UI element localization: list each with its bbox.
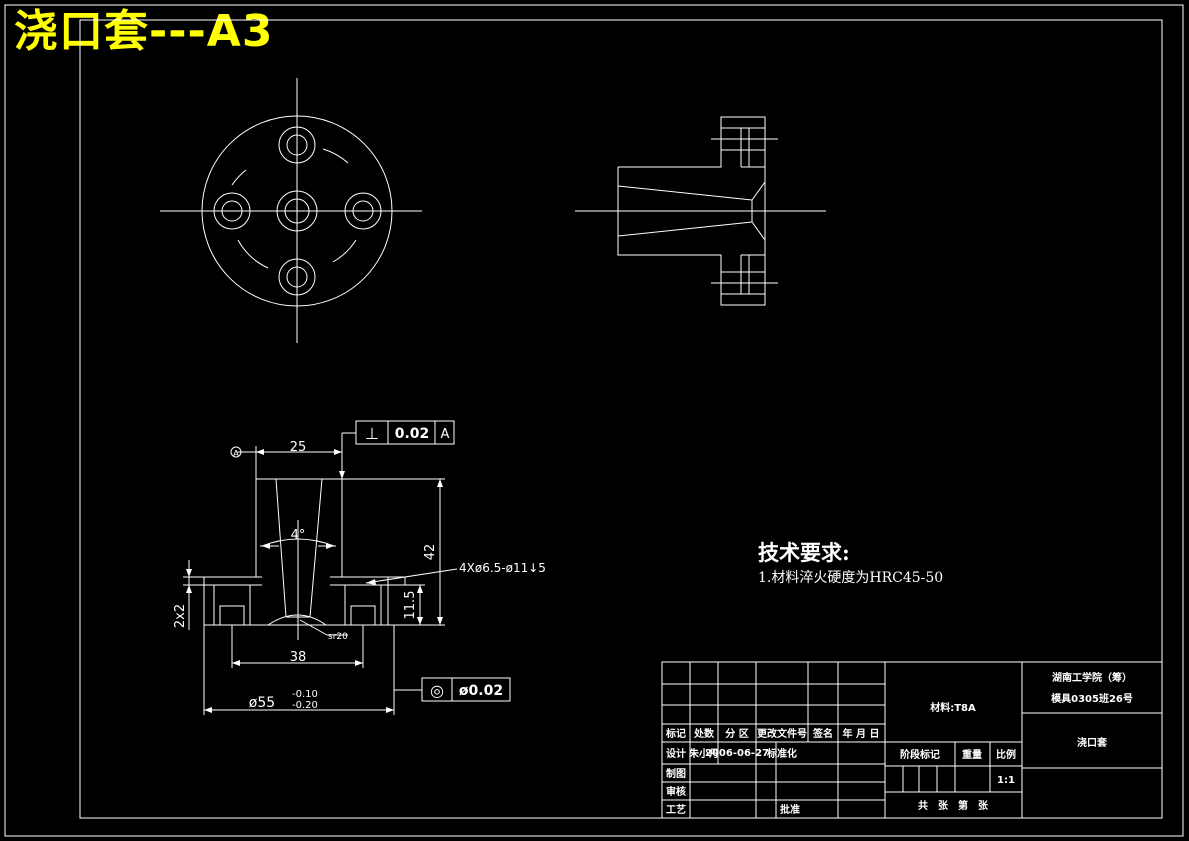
draw-label: 制图 — [666, 767, 686, 780]
review-label: 审核 — [666, 785, 686, 798]
part-name: 浇口套 — [1077, 736, 1108, 749]
dim-taper-angle: 4° — [291, 528, 306, 543]
dim-radius: sr20 — [328, 632, 348, 642]
title-block — [661, 661, 1163, 819]
ratio-label: 比例 — [996, 748, 1016, 761]
section-view — [183, 432, 458, 715]
title-block-text: 材料:T8A 湖南工学院（筹） 模具0305班26号 浇口套 标记 处数 分 区… — [665, 671, 1133, 816]
concentricity-value: ø0.02 — [459, 683, 503, 699]
tech-requirements: 技术要求: 1.材料淬火硬度为HRC45-50 — [758, 540, 943, 586]
school-name: 湖南工学院（筹） — [1052, 671, 1132, 684]
approve-label: 批准 — [780, 803, 800, 816]
concentricity-icon: ◎ — [430, 681, 444, 700]
class-number: 模具0305班26号 — [1051, 692, 1133, 705]
tech-item-1: 1.材料淬火硬度为HRC45-50 — [758, 570, 943, 586]
dim-hole-spec: 4Xø6.5-ø11↓5 — [459, 561, 546, 575]
design-label: 设计 — [666, 747, 686, 760]
datum-label: A — [233, 449, 239, 458]
sheets-label: 共 张 第 张 — [918, 799, 989, 812]
perpendicularity-value: 0.02 — [395, 426, 430, 442]
designer-name: 朱小丹 — [689, 747, 719, 760]
perpendicularity-frame: ⊥ 0.02 A — [355, 420, 455, 445]
header-count: 处数 — [693, 727, 715, 740]
dimension-arrows — [186, 449, 443, 713]
concentricity-frame: ◎ ø0.02 — [421, 677, 511, 702]
header-date: 年 月 日 — [843, 727, 880, 740]
dim-outer-dia-lower: -0.20 — [292, 700, 318, 711]
header-zone: 分 区 — [725, 727, 748, 740]
material-label: 材料:T8A — [930, 701, 976, 714]
tech-heading: 技术要求: — [758, 540, 850, 565]
design-date: 2006-06-27 — [705, 748, 769, 759]
dimension-texts: 25 4° 42 4Xø6.5-ø11↓5 11.5 2x2 sr20 38 ø… — [173, 440, 546, 711]
header-sign: 签名 — [812, 727, 833, 740]
dim-flange-step: 11.5 — [403, 591, 418, 620]
sheet-border — [4, 4, 1184, 837]
dim-flange-thick: 2x2 — [173, 604, 188, 628]
standard-label: 标准化 — [766, 747, 797, 760]
process-label: 工艺 — [666, 803, 686, 816]
dim-outer-dia-upper: -0.10 — [292, 689, 318, 700]
sheet-title: 浇口套---A3 — [14, 6, 274, 57]
dim-bolt-spacing: 38 — [290, 650, 307, 665]
header-change-doc: 更改文件号 — [757, 727, 807, 740]
side-view — [575, 116, 826, 306]
dim-outer-dia: ø55 — [249, 695, 275, 711]
header-mark: 标记 — [665, 727, 686, 740]
stage-label: 阶段标记 — [900, 748, 940, 761]
perpendicularity-datum: A — [441, 427, 450, 442]
perpendicularity-icon: ⊥ — [365, 424, 379, 443]
dim-top-width: 25 — [290, 440, 307, 455]
top-view — [160, 78, 422, 343]
dim-height: 42 — [423, 544, 438, 561]
scale-value: 1:1 — [997, 775, 1015, 786]
weight-label: 重量 — [962, 748, 982, 761]
